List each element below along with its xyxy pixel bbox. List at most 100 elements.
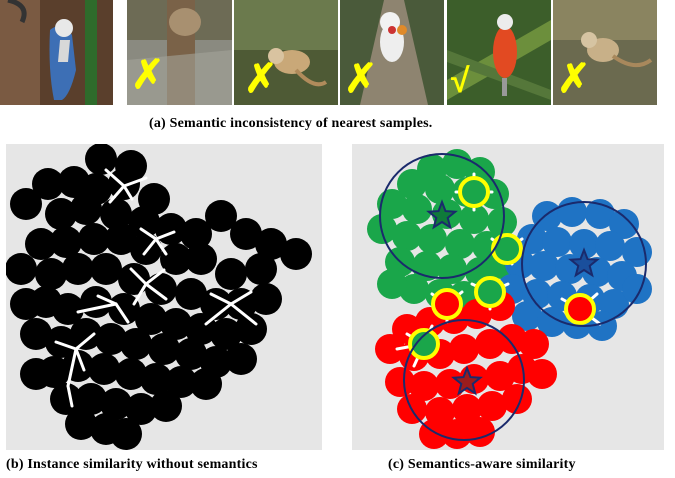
instance-dot [10,288,42,320]
instance-dot [150,390,182,422]
blue-sample-dot [537,307,567,337]
instance-dot [125,393,157,425]
instance-dot [65,408,97,440]
prototype-star-red [451,365,483,396]
highlighted-sample [458,176,490,208]
instance-dot [100,388,132,420]
cluster-circle-green [379,153,505,279]
instance-dot [78,223,110,255]
blue-sample-dot [569,229,599,259]
thumbnail-neighbor-2: ✗ [234,0,338,105]
red-sample-dot [452,394,482,424]
instance-dot [255,228,287,260]
instance-dot [160,308,192,340]
highlighted-sample [491,233,523,265]
panel-instance-similarity [5,143,322,450]
thumbnail-query [0,0,113,105]
prototype-star-blue [568,247,600,278]
instance-dot [85,143,117,175]
caption-a: (a) Semantic inconsistency of nearest sa… [149,116,433,131]
thumbnail-neighbor-1: ✗ [127,0,232,105]
neighbor-link [122,176,148,188]
red-sample-dot [385,367,415,397]
neighbor-link [144,268,166,286]
neighbor-link [129,267,148,286]
red-sample-dot [442,419,472,449]
blue-sample-dot [622,274,652,304]
instance-dot [145,273,177,305]
instance-dot [115,358,147,390]
thumbnail-neighbor-3: ✗ [340,0,444,105]
neighbor-link [96,294,118,306]
highlighted-sample [564,293,596,325]
highlighted-sample [431,288,463,320]
neighbor-link [54,340,78,351]
red-sample-dot [465,417,495,447]
cross-mark: ✗ [131,53,165,97]
instance-dot [200,288,232,320]
panel-semantics-aware [352,144,664,450]
blue-sample-dot [529,251,559,281]
instance-dot [88,353,120,385]
cluster-circle-red [403,319,525,441]
instance-dot [215,258,247,290]
neighbor-link [76,302,118,314]
instance-dot [175,338,207,370]
instance-dot [185,243,217,275]
instance-dot [165,366,197,398]
instance-dot [140,363,172,395]
instance-dot [280,238,312,270]
blue-sample-dot [609,209,639,239]
instance-dot [225,343,257,375]
prototype-star-green [426,199,458,230]
instance-dot [70,193,102,225]
green-sample-dot [397,169,427,199]
instance-dot [160,243,192,275]
neighbor-link [66,384,74,408]
instance-dot [58,166,90,198]
instance-dot [25,228,57,260]
instance-dot [90,253,122,285]
instance-dot [5,253,37,285]
instance-dot [205,200,237,232]
neighbor-link [104,168,126,188]
instance-dot [35,258,67,290]
instance-dot [210,318,242,350]
neighbor-link [229,302,258,326]
neighbor-link [209,292,233,306]
neighbor-link [204,302,233,326]
instance-dot [120,328,152,360]
instance-dot [70,318,102,350]
neighbor-link [108,184,126,204]
blue-sample-dot [622,237,652,267]
caption-c: (c) Semantics-aware similarity [388,457,576,472]
instance-dot [225,288,257,320]
cluster-circle-blue [521,201,647,327]
neighbor-link [122,184,134,201]
red-sample-dot [409,371,439,401]
instance-dot [80,286,112,318]
cross-mark: ✗ [244,57,278,101]
neighbor-link [229,290,253,306]
instance-dot [110,418,142,450]
neighbor-link [154,230,176,241]
red-sample-dot [519,329,549,359]
instance-dot [148,333,180,365]
instance-dot [105,223,137,255]
instance-dot [50,383,82,415]
blue-sample-dot [599,289,629,319]
highlighted-sample [474,276,506,308]
instance-dot [20,318,52,350]
red-sample-dot [527,359,557,389]
instance-dot [50,226,82,258]
green-sample-dot [377,269,407,299]
instance-dot [118,263,150,295]
instance-dot [10,188,42,220]
green-sample-dot [425,174,455,204]
neighbor-link [144,282,168,301]
green-sample-dot [445,229,475,259]
instance-dot [100,198,132,230]
instance-dot [108,293,140,325]
instance-dot [45,198,77,230]
instance-dot [230,218,262,250]
